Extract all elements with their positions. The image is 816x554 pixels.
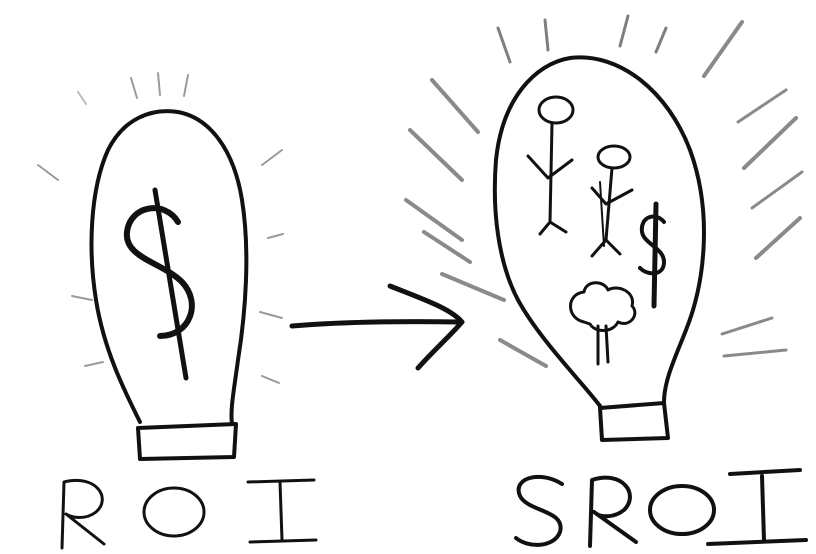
dollar-sign-icon [640,204,664,306]
arrow-right-icon [292,286,462,368]
tree-icon [571,283,635,364]
roi-label [62,480,316,548]
right-bulb-rays [406,16,802,366]
stick-figure-icon [592,146,632,256]
dollar-sign-icon [127,190,192,378]
stick-figure-icon [528,97,573,234]
sroi-label [516,470,806,546]
